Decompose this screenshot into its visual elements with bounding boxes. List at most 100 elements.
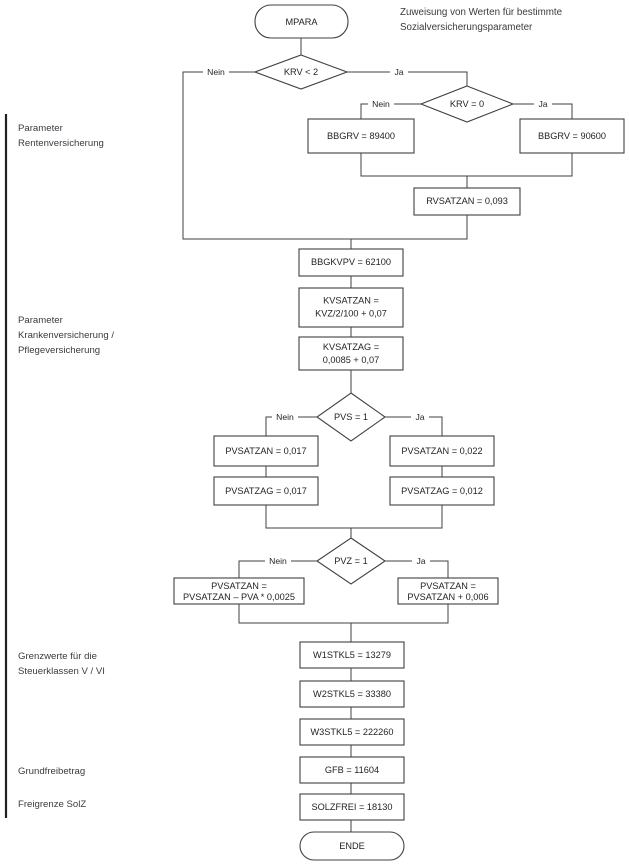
connector-bbgrv-merge	[360, 153, 573, 177]
edge-label-bg	[265, 555, 291, 567]
process-shape	[397, 577, 499, 605]
edge-label-bg	[390, 66, 408, 78]
connector-krv0-yes	[513, 103, 573, 119]
section-label-line2: Steuerklassen V / VI	[18, 666, 105, 677]
section-label-grenzwerte: Grenzwerte für die Steuerklassen V / VI	[18, 651, 105, 677]
decision-shape	[419, 85, 515, 123]
decision-shape	[316, 392, 386, 442]
connector-krv0-no	[360, 103, 421, 119]
node-label-line2: 0,0085 + 0,07	[323, 355, 379, 365]
process-shape	[213, 435, 319, 467]
node-label: PVSATZAG = 0,012	[401, 486, 483, 496]
terminator-shape	[254, 4, 349, 39]
node-label-line2: KVZ/2/100 + 0,07	[315, 308, 387, 318]
process-shape	[389, 476, 495, 506]
process-shape	[213, 476, 319, 506]
node-bbgrv-89400[interactable]: BBGRV = 89400	[307, 118, 415, 154]
section-label-freigrenze-solz: Freigrenze SolZ	[18, 799, 86, 810]
node-label: GFB = 11604	[325, 765, 379, 775]
node-w3stkl5[interactable]: W3STKL5 = 222260	[299, 718, 405, 746]
edge-label-bg	[368, 98, 394, 110]
connector-krv2-no	[182, 71, 351, 240]
section-label-grundfreibetrag: Grundfreibetrag	[18, 766, 85, 777]
node-decision-pvs-eq-1[interactable]: PVS = 1	[316, 392, 386, 442]
node-label: PVSATZAN = 0,017	[225, 446, 306, 456]
section-label-kranken-pflege: Parameter Krankenversicherung / Pflegeve…	[18, 315, 114, 356]
node-label-line2: PVSATZAN + 0,006	[407, 592, 488, 602]
node-label: BBGKVPV = 62100	[311, 257, 391, 267]
process-shape	[389, 435, 495, 467]
node-label: ENDE	[339, 841, 365, 851]
process-shape	[298, 248, 404, 277]
node-rvsatzan[interactable]: RVSATZAN = 0,093	[413, 187, 521, 216]
section-label-line1: Grenzwerte für die	[18, 651, 97, 662]
node-label: BBGRV = 89400	[327, 131, 395, 141]
diagram-title-line2: Sozialversicherungsparameter	[400, 22, 533, 33]
process-shape	[299, 680, 405, 708]
section-label-line1: Parameter	[18, 123, 64, 134]
connector-group	[182, 38, 573, 832]
edge-label-krv0-yes: Ja	[538, 99, 547, 109]
edge-label-pvz-no: Nein	[269, 556, 287, 566]
node-label-line1: PVSATZAN =	[420, 581, 476, 591]
node-bbgkvpv[interactable]: BBGKVPV = 62100	[298, 248, 404, 277]
section-label-line3: Pflegeversicherung	[18, 345, 100, 356]
connector-pvz-merge	[238, 604, 449, 624]
node-pvsatzan-022[interactable]: PVSATZAN = 0,022	[389, 435, 495, 467]
connector-krv2-yes	[347, 71, 468, 86]
terminator-shape	[299, 831, 405, 861]
edge-label-pvs-yes: Ja	[415, 412, 424, 422]
node-gfb[interactable]: GFB = 11604	[299, 756, 405, 784]
connector-pvs-yes	[385, 416, 443, 436]
edge-label-krv0-no: Nein	[372, 99, 390, 109]
connector-rvsatzan-to-spine	[351, 215, 468, 240]
edge-label-krv2-yes: Ja	[394, 67, 403, 77]
node-pvsatzan-017[interactable]: PVSATZAN = 0,017	[213, 435, 319, 467]
node-decision-krv-lt-2[interactable]: KRV < 2	[253, 54, 349, 90]
edge-label-bg	[534, 98, 552, 110]
process-shape	[299, 793, 405, 821]
node-label: W3STKL5 = 222260	[311, 727, 394, 737]
section-label-line2: Krankenversicherung /	[18, 330, 114, 341]
node-pvsatzan-plus[interactable]: PVSATZAN = PVSATZAN + 0,006	[397, 577, 499, 605]
node-pvsatzag-012[interactable]: PVSATZAG = 0,012	[389, 476, 495, 506]
node-pvsatzag-017[interactable]: PVSATZAG = 0,017	[213, 476, 319, 506]
connector-pvs-no	[265, 416, 317, 436]
section-label-line1: Parameter	[18, 315, 64, 326]
node-label-line1: KVSATZAN =	[323, 295, 379, 305]
node-label: KRV < 2	[284, 67, 318, 77]
node-w1stkl5[interactable]: W1STKL5 = 13279	[299, 641, 405, 669]
edge-label-bg	[203, 66, 229, 78]
edge-label-pvs-no: Nein	[276, 412, 294, 422]
node-solzfrei[interactable]: SOLZFREI = 18130	[299, 793, 405, 821]
node-label-line1: PVSATZAN =	[211, 581, 267, 591]
node-label: KRV = 0	[450, 99, 484, 109]
node-decision-pvz-eq-1[interactable]: PVZ = 1	[316, 537, 386, 585]
node-pvsatzan-minus[interactable]: PVSATZAN = PVSATZAN – PVA * 0,0025	[173, 577, 305, 605]
edge-label-bg	[412, 555, 430, 567]
node-label: PVZ = 1	[334, 556, 367, 566]
process-shape	[298, 287, 404, 328]
node-kvsatzag[interactable]: KVSATZAG = 0,0085 + 0,07	[298, 336, 404, 371]
node-decision-krv-eq-0[interactable]: KRV = 0	[419, 85, 515, 123]
node-bbgrv-90600[interactable]: BBGRV = 90600	[519, 118, 625, 154]
process-shape	[173, 577, 305, 605]
node-kvsatzan[interactable]: KVSATZAN = KVZ/2/100 + 0,07	[298, 287, 404, 328]
edge-label-group: Nein Ja Nein Ja Nein Ja Nein Ja	[203, 66, 552, 567]
section-label-line2: Rentenversicherung	[18, 138, 104, 149]
connector-pvsatzag-merge	[265, 505, 443, 529]
node-start-mpara[interactable]: MPARA	[254, 4, 349, 39]
process-shape	[298, 336, 404, 371]
process-shape	[307, 118, 415, 154]
node-label: W2STKL5 = 33380	[313, 689, 391, 699]
decision-shape	[316, 537, 386, 585]
node-label: PVS = 1	[334, 412, 368, 422]
node-end-ende[interactable]: ENDE	[299, 831, 405, 861]
section-label-rentenversicherung: Parameter Rentenversicherung	[18, 123, 104, 149]
node-label: RVSATZAN = 0,093	[426, 196, 508, 206]
edge-label-bg	[272, 411, 298, 423]
node-w2stkl5[interactable]: W2STKL5 = 33380	[299, 680, 405, 708]
node-label: SOLZFREI = 18130	[312, 802, 393, 812]
